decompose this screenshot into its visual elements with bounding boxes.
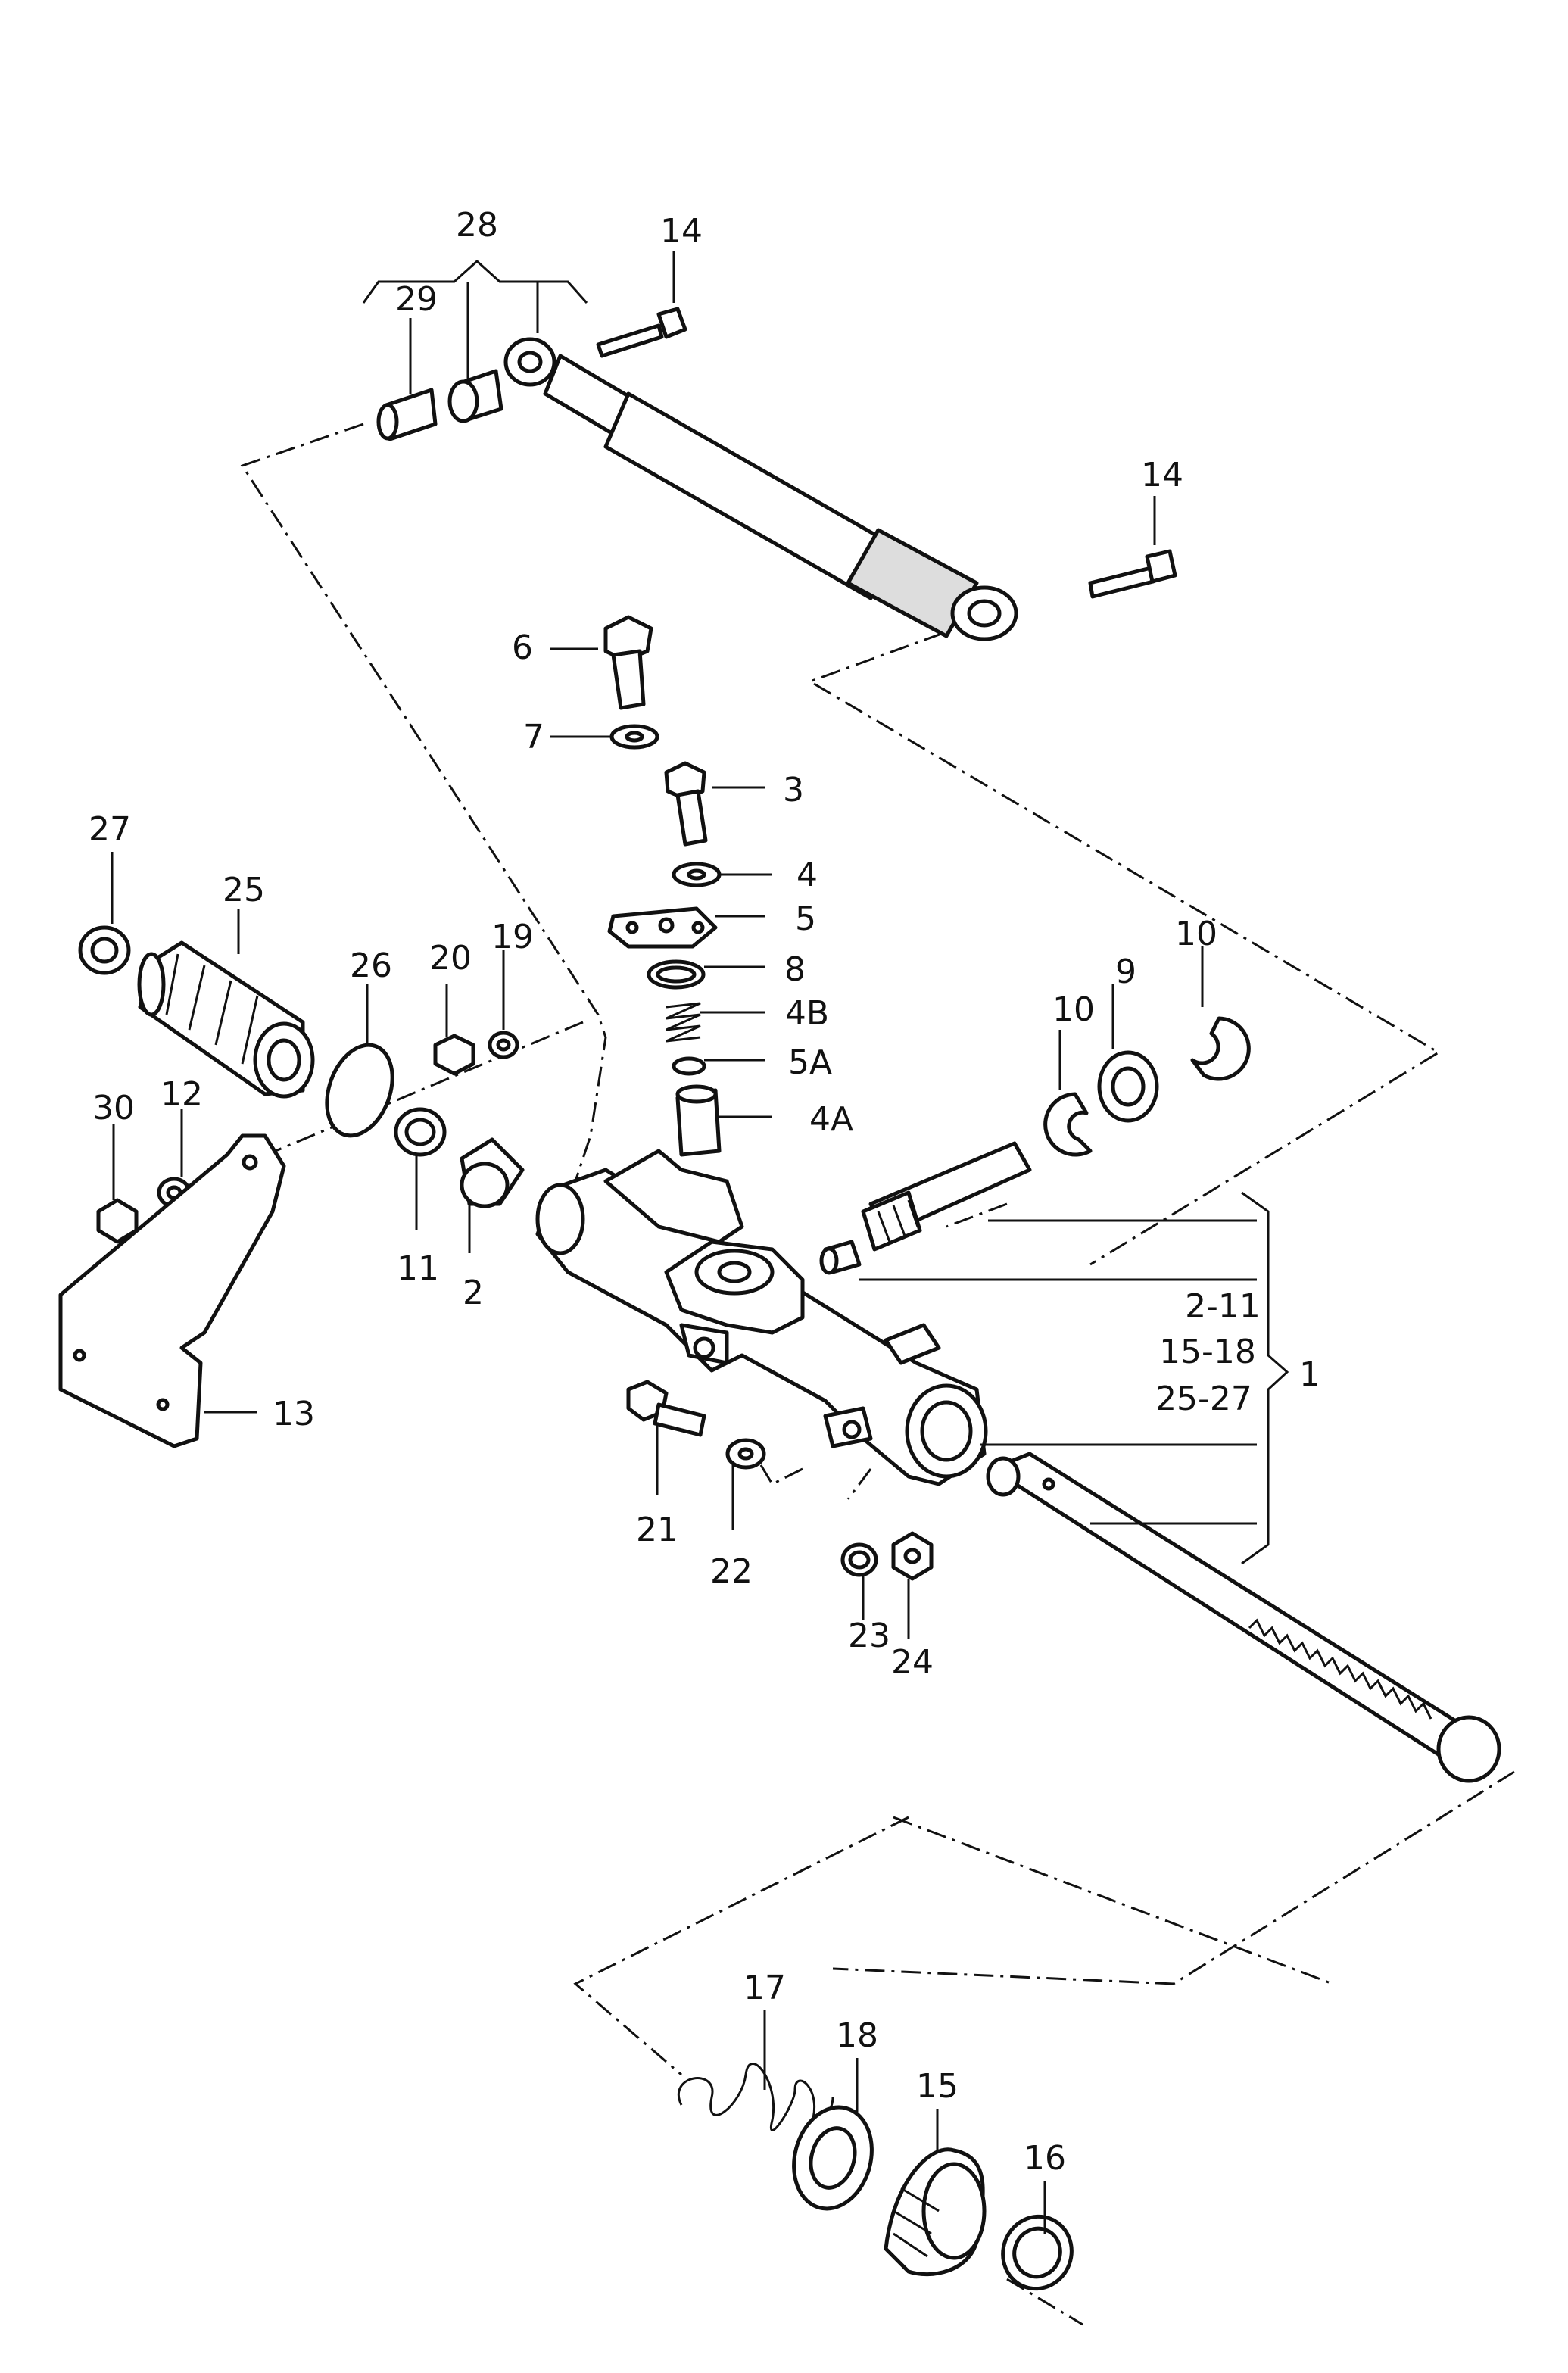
washer-part-19 [488,1031,519,1059]
callout-23: 23 [848,1617,890,1655]
nut-part-20 [433,1034,475,1076]
spring-part-4B [666,1002,701,1043]
thrust-piece-part-4A [675,1084,722,1157]
callout-18: 18 [836,2016,878,2055]
callout-16: 16 [1024,2139,1066,2178]
washer-part-4 [672,862,722,887]
callout-3: 3 [783,771,804,809]
callout-9: 9 [1115,953,1136,991]
callout-21: 21 [636,1511,678,1549]
clamp-part-26 [325,1043,394,1138]
plate-part-5 [607,906,718,949]
ring-part-18 [792,2105,874,2211]
callout-labels: 28 29 14 14 6 7 3 4 5 8 4B 5A 4A 27 25 2… [89,206,1320,2178]
callout-24: 24 [891,1643,934,1682]
callout-13: 13 [273,1395,315,1433]
callout-11: 11 [397,1249,439,1288]
circlip-part-10-right [1190,1016,1251,1081]
callout-8: 8 [784,950,806,989]
leader-lines [111,251,1289,2234]
callout-19: 19 [491,918,534,956]
callout-4: 4 [796,856,818,894]
callout-15: 15 [916,2067,959,2106]
callout-30: 30 [92,1089,135,1127]
bearing-part-9 [1097,1050,1159,1123]
boot-part-25 [137,940,315,1099]
callout-28: 28 [456,206,498,245]
rack-bar [986,1452,1501,1783]
callout-6: 6 [512,628,533,667]
bolt-part-6 [603,615,653,710]
bushing-part-29 [376,388,438,441]
callout-1: 1 [1299,1355,1320,1394]
callout-5A: 5A [788,1043,832,1082]
callout-14-upper: 14 [660,212,703,251]
steering-damper [503,337,1018,641]
boot-part-15 [884,2147,987,2277]
callout-22: 22 [710,1552,753,1591]
callout-12: 12 [161,1075,203,1114]
callout-25: 25 [223,871,265,909]
callout-10-left: 10 [1052,990,1095,1029]
group-label-15-18: 15-18 [1159,1333,1256,1371]
steering-rack-housing [535,1149,988,1486]
group-label-2-11: 2-11 [1185,1287,1261,1326]
bushing-part-2 [460,1137,525,1208]
bolt-part-21 [626,1380,706,1437]
ring-part-27 [78,925,131,975]
callout-26: 26 [350,946,392,985]
bolt-part-14-upper [596,307,687,358]
callout-29: 29 [395,280,438,319]
callout-17: 17 [743,1969,786,2007]
bolt-part-14-lower [1088,549,1177,599]
spring-washer-part-23 [840,1542,878,1577]
o-ring-part-8 [647,959,706,990]
ring-part-11 [394,1107,447,1157]
washer-part-22 [725,1438,766,1470]
pinion-shaft [861,1141,1032,1252]
assembly-guide-lines [240,423,1515,2326]
callout-7: 7 [523,718,544,756]
washer-part-7 [609,724,659,750]
callout-20: 20 [429,939,472,978]
needle-bearing [819,1240,862,1275]
callout-4A: 4A [809,1100,853,1139]
clamp-part-16 [1001,2214,1074,2291]
callout-14-lower: 14 [1141,456,1183,494]
sleeve-part-28 [447,369,503,423]
circlip-part-10-left [1043,1092,1093,1157]
callout-4B: 4B [785,994,829,1033]
group-label-25-27: 25-27 [1155,1380,1252,1418]
callout-2: 2 [463,1274,484,1312]
callout-10-right: 10 [1175,915,1217,953]
callout-5: 5 [795,900,816,938]
callout-27: 27 [89,810,131,849]
ring-part-5A [672,1056,706,1076]
bolt-part-3 [664,761,708,847]
bracket-part-13 [58,1133,286,1448]
nut-part-24 [891,1531,934,1581]
